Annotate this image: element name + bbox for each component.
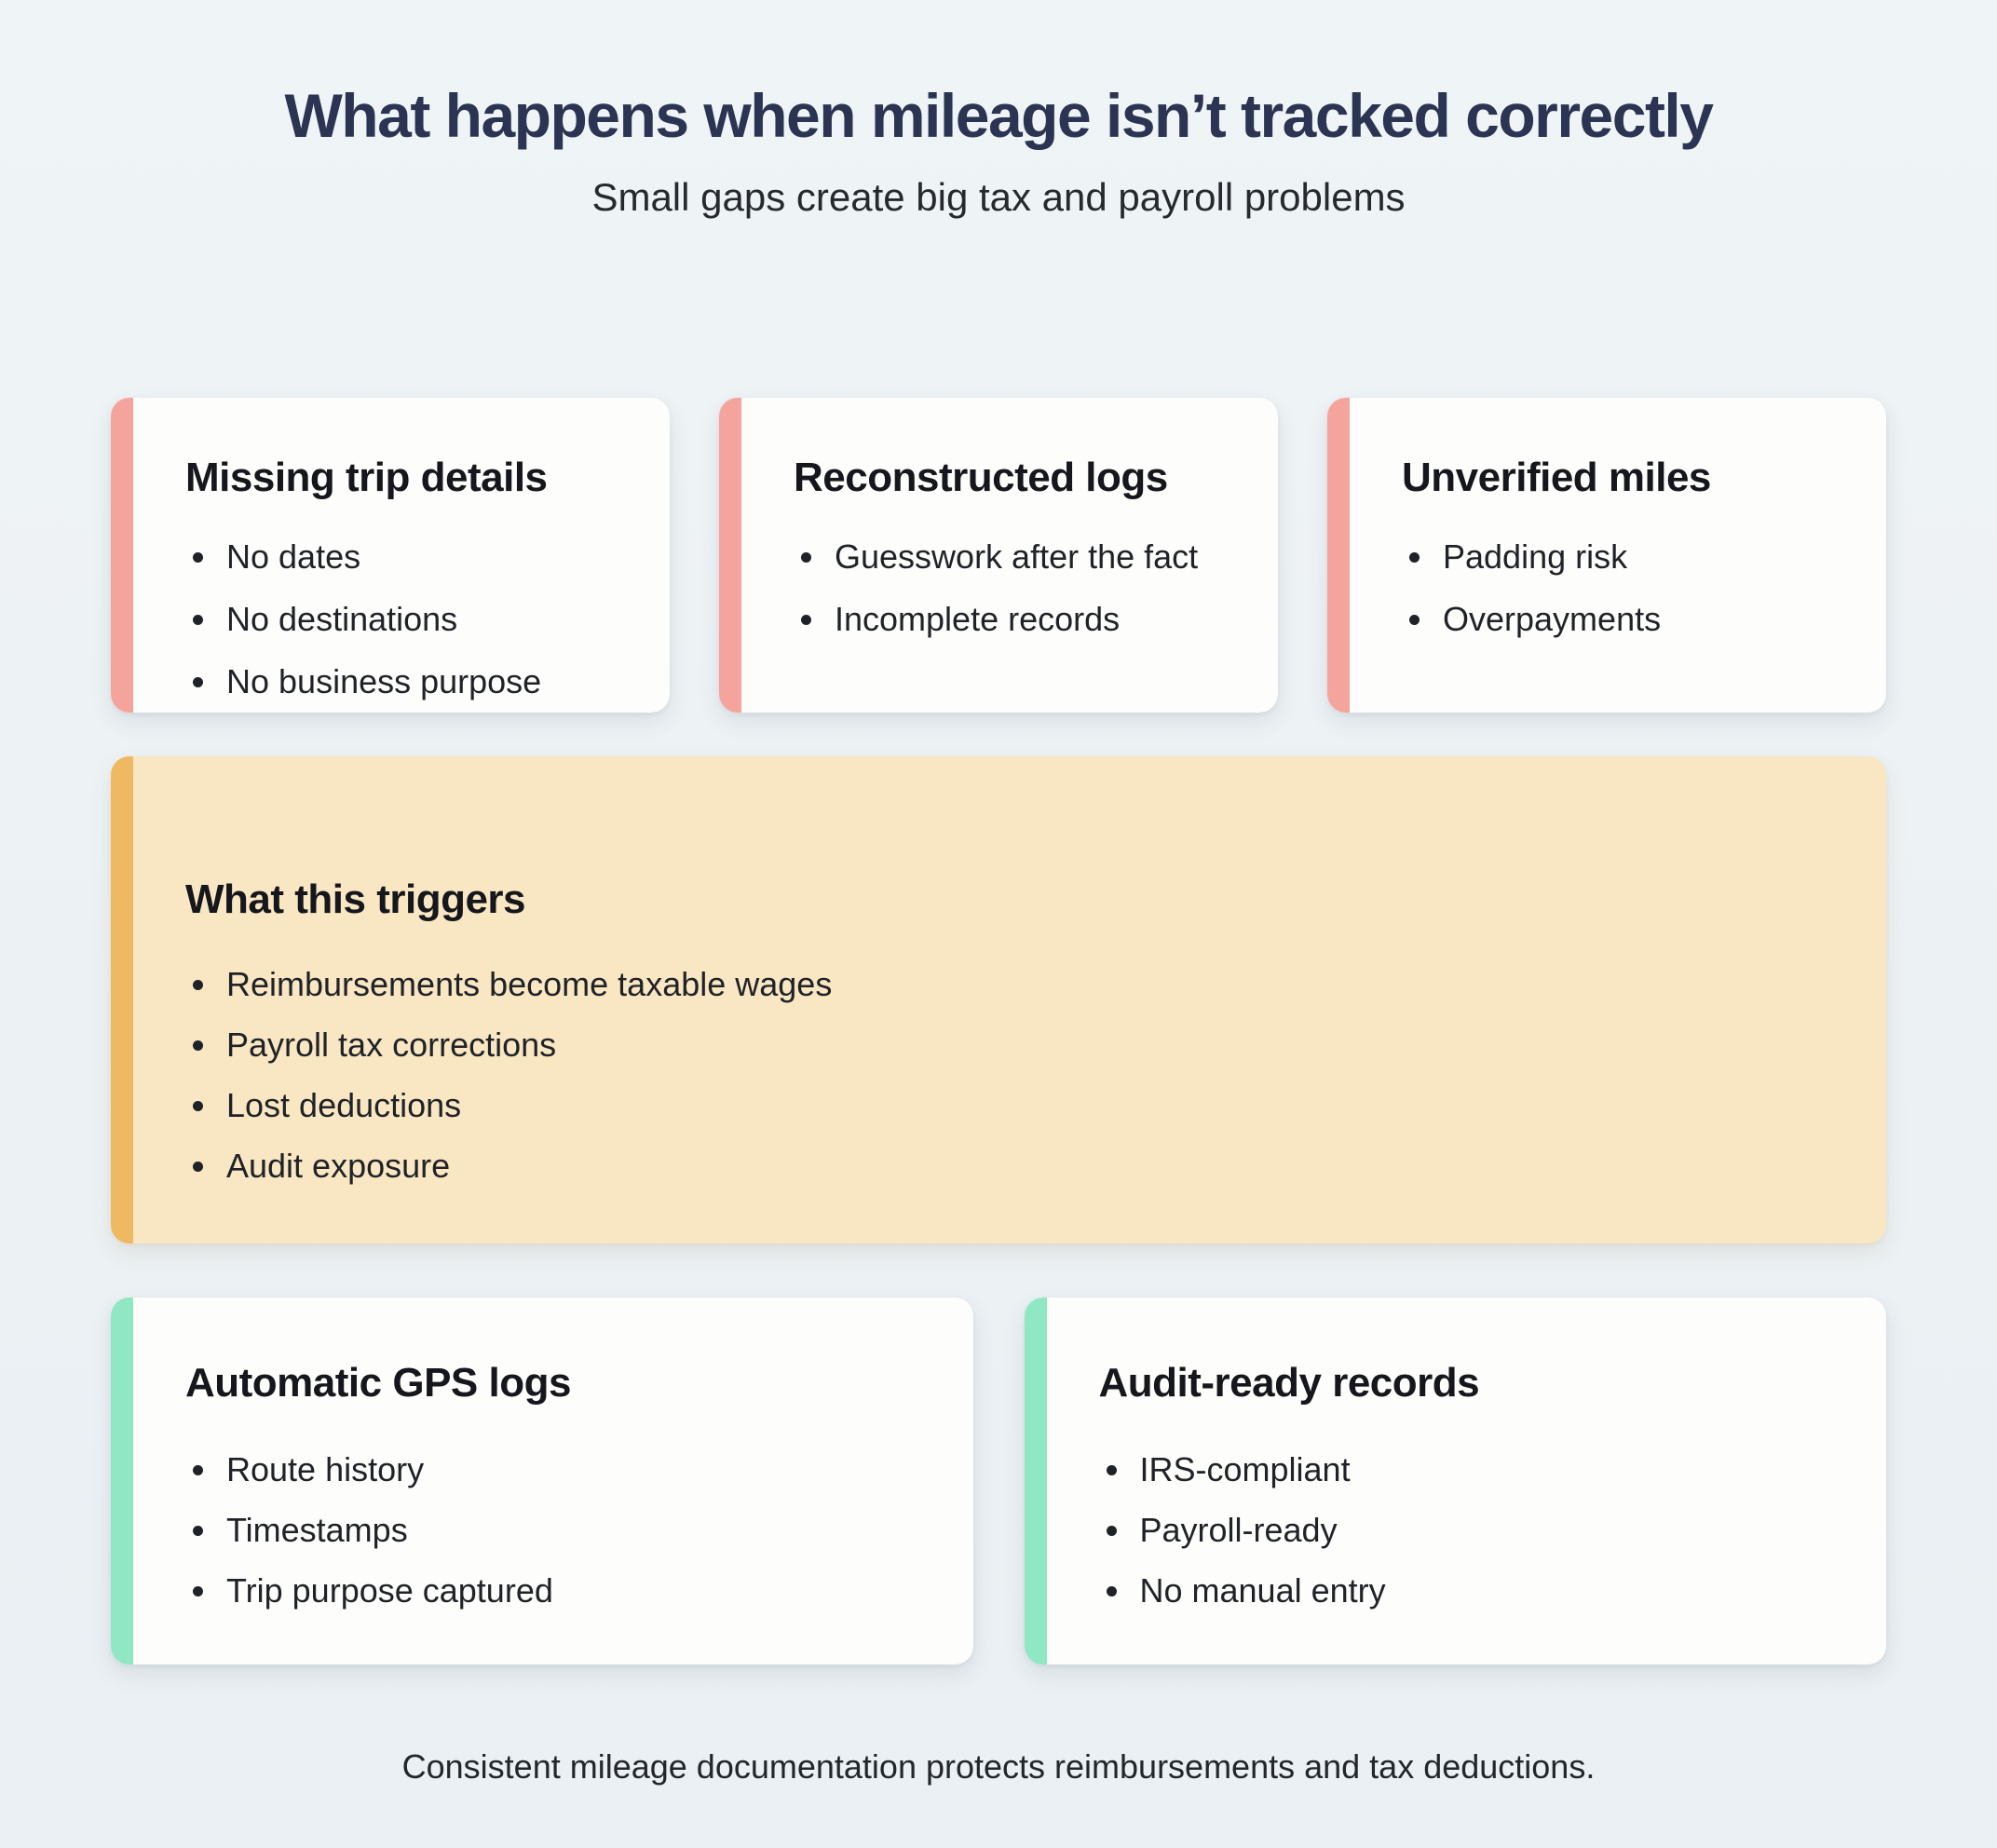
card-what-this-triggers: What this triggers Reimbursements become… [111,755,1886,1243]
bullet-item: No manual entry [1099,1569,1850,1613]
card-unverified-miles: Unverified miles Padding risk Overpaymen… [1327,397,1886,713]
page-title: What happens when mileage isn’t tracked … [284,81,1714,150]
bullet-item: Overpayments [1402,598,1849,642]
bullet-item: Guesswork after the fact [794,536,1241,579]
bullet-item: IRS-compliant [1099,1448,1850,1492]
card-bullet-list: Guesswork after the fact Incomplete reco… [794,536,1241,642]
card-title: Audit-ready records [1098,1359,1480,1406]
bullet-item: No business purpose [185,660,632,704]
bullet-item: No dates [185,536,632,579]
card-reconstructed-logs: Reconstructed logs Guesswork after the f… [719,397,1278,713]
bullet-item: No destinations [185,598,632,642]
bullet-item: Payroll-ready [1099,1509,1850,1553]
card-bullet-list: Reimbursements become taxable wages Payr… [185,963,1849,1188]
solution-cards-row: Automatic GPS logs Route history Timesta… [111,1297,1886,1665]
page-subtitle: Small gaps create big tax and payroll pr… [591,174,1406,219]
bullet-item: Incomplete records [794,598,1241,642]
card-title: Reconstructed logs [794,454,1168,500]
card-audit-ready-records: Audit-ready records IRS-compliant Payrol… [1024,1297,1886,1665]
card-title: Unverified miles [1402,454,1711,500]
bullet-item: Audit exposure [185,1145,1849,1189]
card-title: Missing trip details [185,454,548,500]
content-wrapper: What happens when mileage isn’t tracked … [111,82,1886,1787]
card-bullet-list: IRS-compliant Payroll-ready No manual en… [1099,1448,1850,1612]
problem-cards-row: Missing trip details No dates No destina… [111,397,1886,713]
bullet-item: Padding risk [1402,536,1849,579]
card-bullet-list: No dates No destinations No business pur… [185,536,632,703]
bullet-item: Timestamps [185,1509,936,1553]
card-bullet-list: Padding risk Overpayments [1402,536,1849,642]
bullet-item: Route history [185,1448,936,1492]
card-title: Automatic GPS logs [185,1359,571,1406]
card-title: What this triggers [185,876,526,922]
card-automatic-gps-logs: Automatic GPS logs Route history Timesta… [111,1297,973,1665]
bullet-item: Payroll tax corrections [185,1024,1849,1067]
footer-note: Consistent mileage documentation protect… [401,1746,1596,1786]
card-missing-trip-details: Missing trip details No dates No destina… [111,397,670,713]
bullet-item: Lost deductions [185,1084,1849,1128]
bullet-item: Reimbursements become taxable wages [185,963,1849,1007]
card-bullet-list: Route history Timestamps Trip purpose ca… [185,1448,936,1612]
bullet-item: Trip purpose captured [185,1569,936,1613]
